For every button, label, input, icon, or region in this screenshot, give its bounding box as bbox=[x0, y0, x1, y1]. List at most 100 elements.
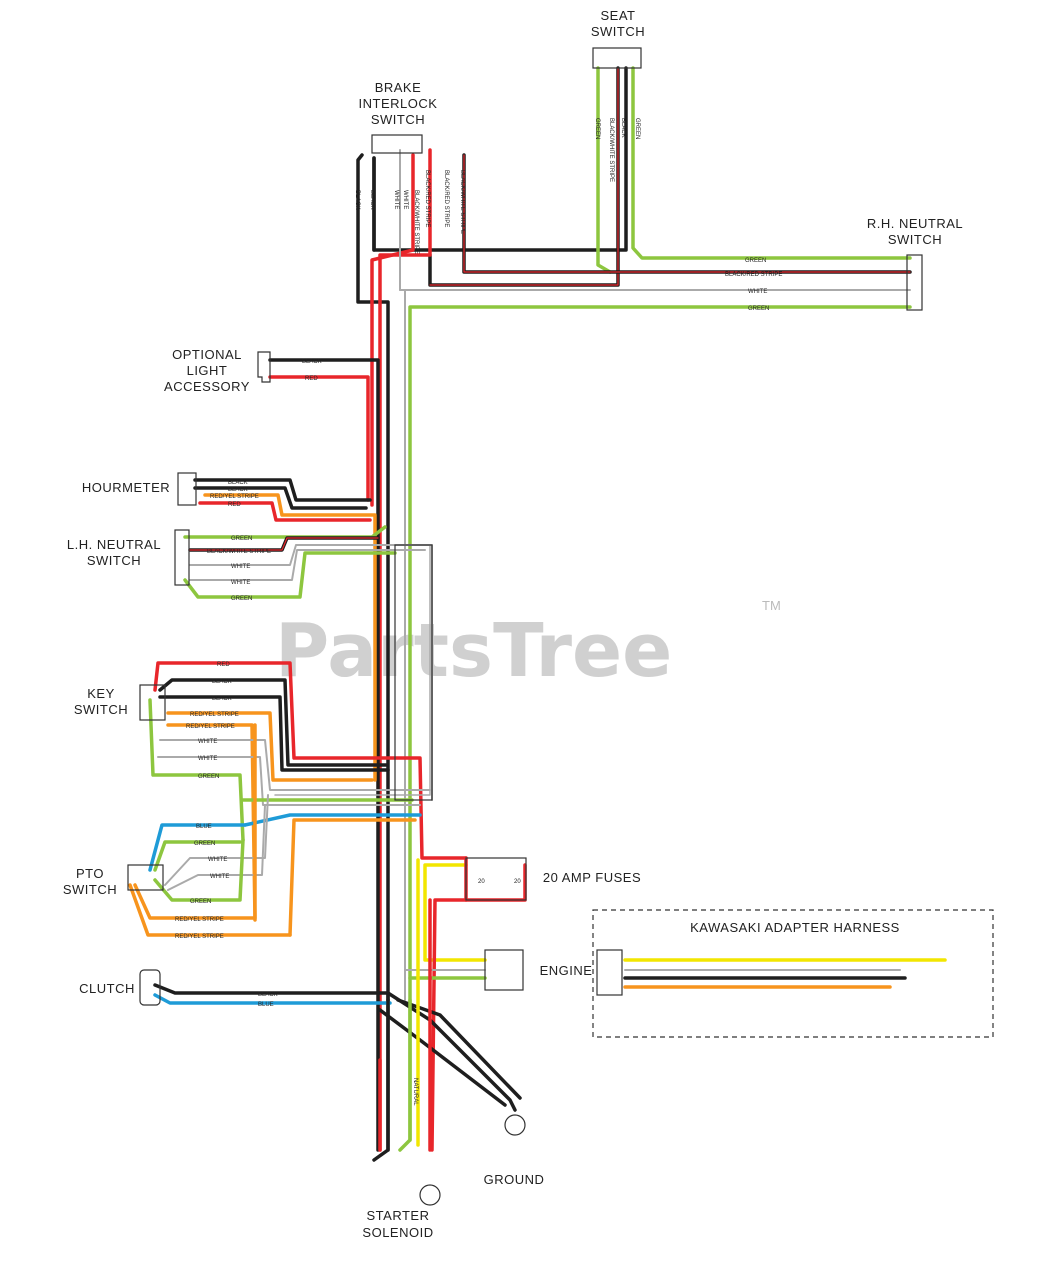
wire-label-brake-black2: BLACK bbox=[369, 190, 375, 210]
wire-key-green bbox=[148, 698, 245, 842]
wire-key-white2 bbox=[157, 756, 421, 806]
wire-label-seat-black: BLACK bbox=[620, 118, 626, 138]
wire-label-pto-green1: GREEN bbox=[194, 841, 215, 847]
wire-ground-black2 bbox=[378, 1008, 507, 1107]
wire-label-key-ry2: RED/YEL STRIPE bbox=[186, 724, 235, 730]
hourmeter-label: HOURMETER bbox=[82, 480, 170, 495]
clutch-connector bbox=[139, 969, 161, 1006]
wire-label-pto-ry2: RED/YEL STRIPE bbox=[175, 934, 224, 940]
fuse-2-value: 20 bbox=[514, 879, 521, 885]
wire-light-red bbox=[268, 375, 370, 502]
key-switch-label-1: KEY bbox=[87, 686, 115, 701]
engine-connector bbox=[484, 949, 524, 991]
wire-label-lh-green2: GREEN bbox=[231, 596, 252, 602]
wire-label-light-red: RED bbox=[305, 376, 318, 382]
wire-seat-green-left bbox=[596, 66, 612, 274]
wire-pto-green2 bbox=[153, 838, 245, 902]
brake-switch-label-1: BRAKE bbox=[375, 80, 422, 95]
wire-label-rh-br: BLACK/RED STRIPE bbox=[725, 272, 782, 278]
kawasaki-outline bbox=[592, 909, 994, 1038]
wire-label-key-black2: BLACK bbox=[212, 696, 232, 702]
wire-key-black1 bbox=[158, 678, 388, 767]
wire-junction-blue bbox=[243, 813, 422, 827]
wire-seat-green-right bbox=[631, 66, 912, 260]
wires bbox=[128, 66, 947, 1162]
wire-label-hour-ry: RED/YEL STRIPE bbox=[210, 494, 259, 500]
clutch-label: CLUTCH bbox=[79, 981, 135, 996]
seat-switch-label-1: SEAT bbox=[601, 8, 636, 23]
lh-neutral-label-1: L.H. NEUTRAL bbox=[67, 537, 161, 552]
wire-ground-black3 bbox=[396, 998, 522, 1100]
optional-light-label-3: ACCESSORY bbox=[164, 379, 250, 394]
wire-rh-black-red-stripe bbox=[463, 154, 911, 273]
wire-label-rh-white: WHITE bbox=[748, 289, 767, 295]
wire-pto-white1 bbox=[164, 794, 269, 886]
wire-light-black bbox=[268, 358, 380, 1152]
brake-switch-label-2: INTERLOCK bbox=[359, 96, 438, 111]
wire-label-rh-green: GREEN bbox=[745, 258, 766, 264]
wire-label-rh-green2: GREEN bbox=[748, 306, 769, 312]
optional-light-label-1: OPTIONAL bbox=[172, 347, 242, 362]
wire-label-brake-br: BLACK/RED STRIPE bbox=[424, 170, 430, 227]
wire-label-brake-bw: BLACK/WHITE STRIPE bbox=[413, 190, 419, 254]
wire-label-light-black: BLACK bbox=[302, 359, 322, 365]
pto-switch-label-1: PTO bbox=[76, 866, 104, 881]
connectors bbox=[127, 47, 994, 1206]
wire-hour-black2 bbox=[193, 486, 368, 510]
ground-label: GROUND bbox=[484, 1172, 545, 1187]
wire-label-brake-white2: WHITE bbox=[402, 190, 408, 209]
wire-label-pto-white2: WHITE bbox=[210, 874, 229, 880]
crossbar-box bbox=[394, 544, 433, 801]
wire-label-brake-black1: BLACK bbox=[354, 190, 360, 210]
wire-label-pto-blue: BLUE bbox=[196, 824, 212, 830]
wire-rh-green bbox=[408, 305, 912, 1142]
wire-label-seat-green: GREEN bbox=[594, 118, 600, 139]
rh-neutral-label-1: R.H. NEUTRAL bbox=[867, 216, 963, 231]
key-switch-label-2: SWITCH bbox=[74, 702, 128, 717]
wire-clutch-black bbox=[153, 983, 390, 1002]
wire-rh-black-red bbox=[462, 153, 912, 274]
wire-label-pto-ry1: RED/YEL STRIPE bbox=[175, 917, 224, 923]
kawasaki-connector bbox=[596, 949, 623, 996]
wire-lh-green1 bbox=[183, 525, 387, 539]
solenoid-terminal bbox=[419, 1184, 441, 1206]
wire-label-pto-green2: GREEN bbox=[190, 899, 211, 905]
wire-pto-green1 bbox=[153, 840, 242, 872]
wire-label-key-green: GREEN bbox=[198, 774, 219, 780]
wire-label-lh-white2: WHITE bbox=[231, 580, 250, 586]
optional-light-label-2: LIGHT bbox=[187, 363, 228, 378]
wire-label-clutch-black: BLACK bbox=[258, 992, 278, 998]
wire-label-natural: NATURAL bbox=[412, 1078, 418, 1106]
wire-label-hour-black1: BLACK bbox=[228, 480, 248, 486]
wire-label-brake-white1: WHITE bbox=[393, 190, 399, 209]
lh-neutral-connector bbox=[174, 529, 190, 586]
wire-label-lh-green1: GREEN bbox=[231, 536, 252, 542]
wire-label-key-white2: WHITE bbox=[198, 756, 217, 762]
key-switch-connector bbox=[139, 684, 166, 721]
wire-pto-orange1 bbox=[133, 723, 257, 920]
wire-brake-black bbox=[356, 153, 390, 1152]
wire-fuse-yellow bbox=[423, 863, 487, 962]
wire-junction-orange bbox=[288, 818, 417, 937]
pto-switch-connector bbox=[127, 864, 164, 891]
wire-lh-black-red-stripe bbox=[189, 537, 379, 551]
fuses-label: 20 AMP FUSES bbox=[543, 870, 641, 885]
seat-switch-label-2: SWITCH bbox=[591, 24, 645, 39]
wire-fuse-red2 bbox=[430, 863, 527, 1152]
wire-hour-black1 bbox=[193, 478, 372, 502]
wire-label-key-black1: BLACK bbox=[212, 679, 232, 685]
ground-terminal bbox=[504, 1114, 526, 1136]
wire-solenoid-black bbox=[372, 998, 390, 1162]
wire-hour-red bbox=[198, 501, 372, 522]
wire-label-hour-black2: BLACK bbox=[228, 487, 248, 493]
wire-hour-orange bbox=[203, 493, 377, 782]
wire-label-brake-bw2: BLACK/WHITE STRIPE bbox=[459, 170, 465, 234]
wire-label-clutch-blue: BLUE bbox=[258, 1002, 274, 1008]
starter-solenoid-label-1: STARTER bbox=[367, 1208, 430, 1223]
starter-solenoid-label-2: SOLENOID bbox=[362, 1225, 433, 1240]
hourmeter-connector bbox=[177, 472, 197, 506]
rh-neutral-connector bbox=[906, 254, 923, 311]
wire-label-key-white1: WHITE bbox=[198, 739, 217, 745]
watermark-tm: TM bbox=[762, 598, 781, 613]
